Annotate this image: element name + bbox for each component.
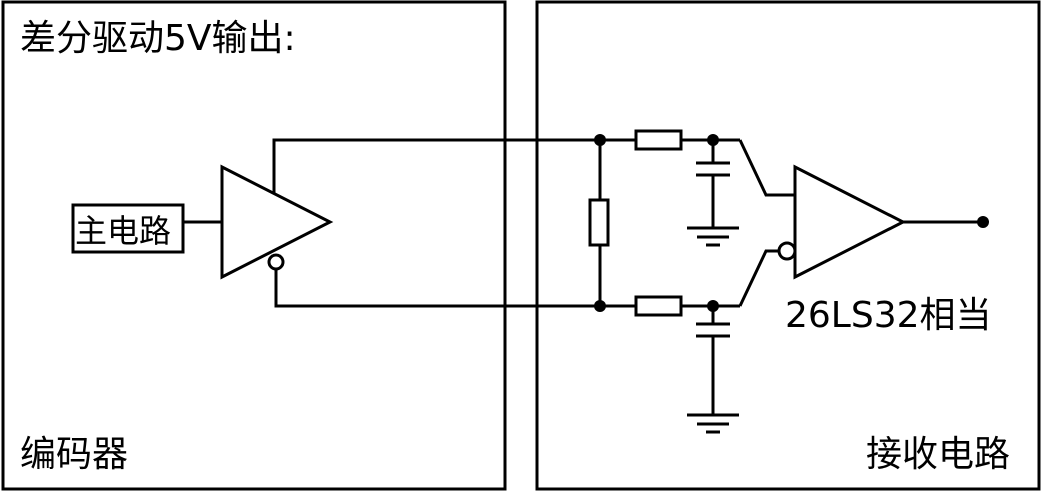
- junction-dot: [707, 134, 719, 146]
- line-receiver-triangle: [793, 164, 907, 280]
- diagram-title: 差分驱动5V输出:: [20, 18, 296, 59]
- junction-dot: [707, 300, 719, 312]
- receiver-ic-label: 26LS32相当: [785, 295, 992, 336]
- receiver-positive-input: [738, 139, 795, 197]
- driver-negative-output: [274, 269, 600, 308]
- receiver-inverting-bubble: [777, 241, 797, 261]
- encoder-label: 编码器: [20, 434, 128, 475]
- receiver-block: [535, 0, 1041, 491]
- junction-dot: [594, 134, 606, 146]
- bottom-ground-symbol: [687, 413, 739, 434]
- encoder-block: [1, 0, 507, 491]
- top-ground-symbol: [687, 226, 739, 247]
- line-driver-triangle: [220, 164, 334, 280]
- top-series-resistor: [634, 129, 683, 151]
- driver-inverting-bubble: [267, 253, 285, 271]
- main-circuit-box: [71, 203, 185, 254]
- junction-dot: [594, 300, 606, 312]
- driver-positive-output: [272, 138, 600, 193]
- receiver-negative-input: [738, 249, 778, 307]
- termination-resistor: [588, 198, 610, 247]
- main-circuit-label: 主电路: [75, 212, 171, 250]
- bottom-series-resistor: [634, 295, 683, 317]
- output-terminal-dot: [977, 216, 989, 228]
- receiver-block-label: 接收电路: [866, 434, 1010, 475]
